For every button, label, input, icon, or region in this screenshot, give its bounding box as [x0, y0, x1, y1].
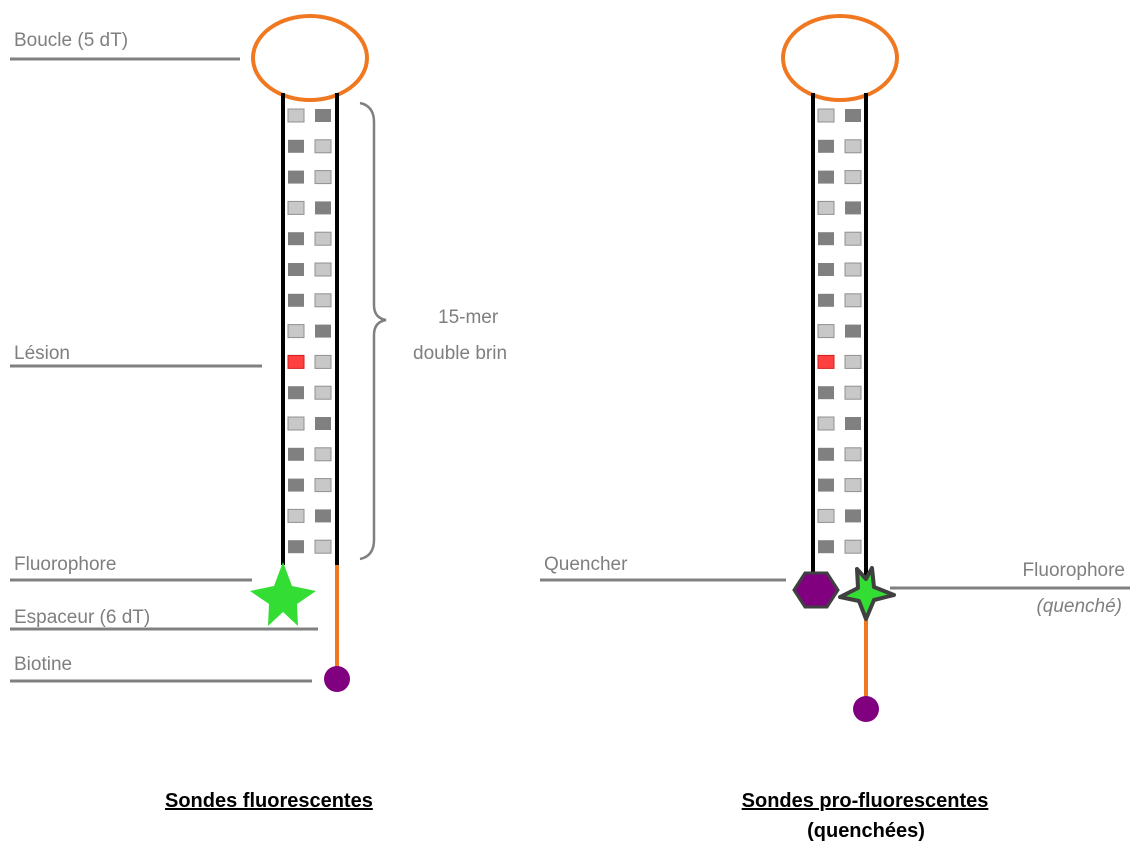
right-base-5prime — [818, 540, 834, 554]
right-base-3prime — [845, 109, 861, 122]
left-base-3prime — [315, 509, 331, 523]
left-lesion-base — [287, 354, 305, 369]
right-base-3prime — [844, 447, 862, 462]
left-base-5prime — [288, 139, 304, 153]
left-loop — [251, 14, 369, 102]
right-base-5prime — [818, 386, 834, 400]
label-fluorophore-left: Fluorophore — [14, 554, 116, 575]
left-duplex-brace — [359, 101, 387, 561]
right-base-5prime — [818, 170, 834, 184]
left-base-5prime — [288, 540, 304, 554]
right-base-5prime — [817, 200, 835, 215]
right-base-5prime — [817, 508, 835, 523]
left-probe: Boucle (5 dT) Lésion Fluorophore Espaceu… — [10, 14, 507, 812]
right-base-3prime — [845, 324, 861, 338]
left-base-3prime — [315, 324, 331, 338]
left-base-5prime — [288, 170, 304, 184]
right-base-3prime — [844, 539, 862, 554]
right-base-3prime — [845, 509, 861, 523]
right-base-5prime — [817, 324, 835, 339]
left-base-3prime — [314, 170, 332, 185]
left-base-5prime — [287, 108, 305, 123]
left-base-5prime — [288, 478, 304, 492]
left-base-3prime — [315, 417, 331, 430]
left-base-pairs — [287, 108, 332, 554]
left-base-3prime — [314, 539, 332, 554]
left-base-3prime — [314, 262, 332, 277]
right-lesion-base — [817, 354, 835, 369]
right-base-pairs — [817, 108, 862, 554]
caption-right-line1: Sondes pro-fluorescentes — [742, 790, 989, 812]
left-base-5prime — [287, 324, 305, 339]
right-base-5prime — [818, 293, 834, 307]
left-base-5prime — [288, 386, 304, 400]
right-base-3prime — [844, 354, 862, 369]
left-base-5prime — [288, 263, 304, 276]
left-base-3prime — [314, 139, 332, 154]
left-base-3prime — [315, 201, 331, 215]
right-base-3prime — [844, 385, 862, 400]
left-base-5prime — [288, 447, 304, 461]
right-base-3prime — [845, 417, 861, 430]
label-duplex-line2: double brin — [413, 343, 507, 364]
left-base-5prime — [287, 508, 305, 523]
right-base-3prime — [844, 139, 862, 154]
right-biotin — [853, 696, 879, 722]
label-quencher: Quencher — [544, 554, 628, 575]
right-base-5prime — [818, 232, 834, 246]
right-base-5prime — [818, 447, 834, 461]
caption-right-line2: (quenchées) — [807, 820, 925, 842]
right-fluorophore-star — [838, 566, 896, 621]
right-base-5prime — [817, 416, 835, 431]
right-base-5prime — [818, 139, 834, 153]
right-base-5prime — [817, 108, 835, 123]
left-base-3prime — [315, 109, 331, 122]
left-base-5prime — [287, 200, 305, 215]
label-fluorophore-right: Fluorophore — [1023, 560, 1125, 581]
right-base-3prime — [844, 262, 862, 277]
left-base-5prime — [288, 293, 304, 307]
right-base-3prime — [845, 201, 861, 215]
left-base-3prime — [314, 478, 332, 493]
label-duplex-line1: 15-mer — [438, 307, 499, 328]
right-base-3prime — [844, 293, 862, 308]
left-base-3prime — [314, 447, 332, 462]
left-biotin — [324, 666, 350, 692]
right-base-5prime — [818, 478, 834, 492]
caption-left: Sondes fluorescentes — [165, 790, 373, 812]
right-base-3prime — [844, 231, 862, 246]
quencher-hexagon — [792, 571, 840, 609]
left-base-5prime — [288, 232, 304, 246]
left-base-3prime — [314, 354, 332, 369]
left-base-3prime — [314, 293, 332, 308]
label-fluorophore-state: (quenché) — [1036, 596, 1122, 617]
right-probe: Quencher Fluorophore (quenché) Sondes pr… — [540, 14, 1130, 842]
left-base-3prime — [314, 385, 332, 400]
left-fluorophore-star — [250, 562, 316, 626]
left-base-3prime — [314, 231, 332, 246]
label-loop: Boucle (5 dT) — [14, 30, 128, 51]
label-spacer: Espaceur (6 dT) — [14, 607, 150, 628]
left-base-5prime — [287, 416, 305, 431]
label-lesion: Lésion — [14, 343, 70, 364]
right-base-3prime — [844, 478, 862, 493]
label-biotin: Biotine — [14, 654, 72, 675]
right-loop — [781, 14, 899, 102]
right-base-3prime — [844, 170, 862, 185]
right-base-5prime — [818, 263, 834, 276]
